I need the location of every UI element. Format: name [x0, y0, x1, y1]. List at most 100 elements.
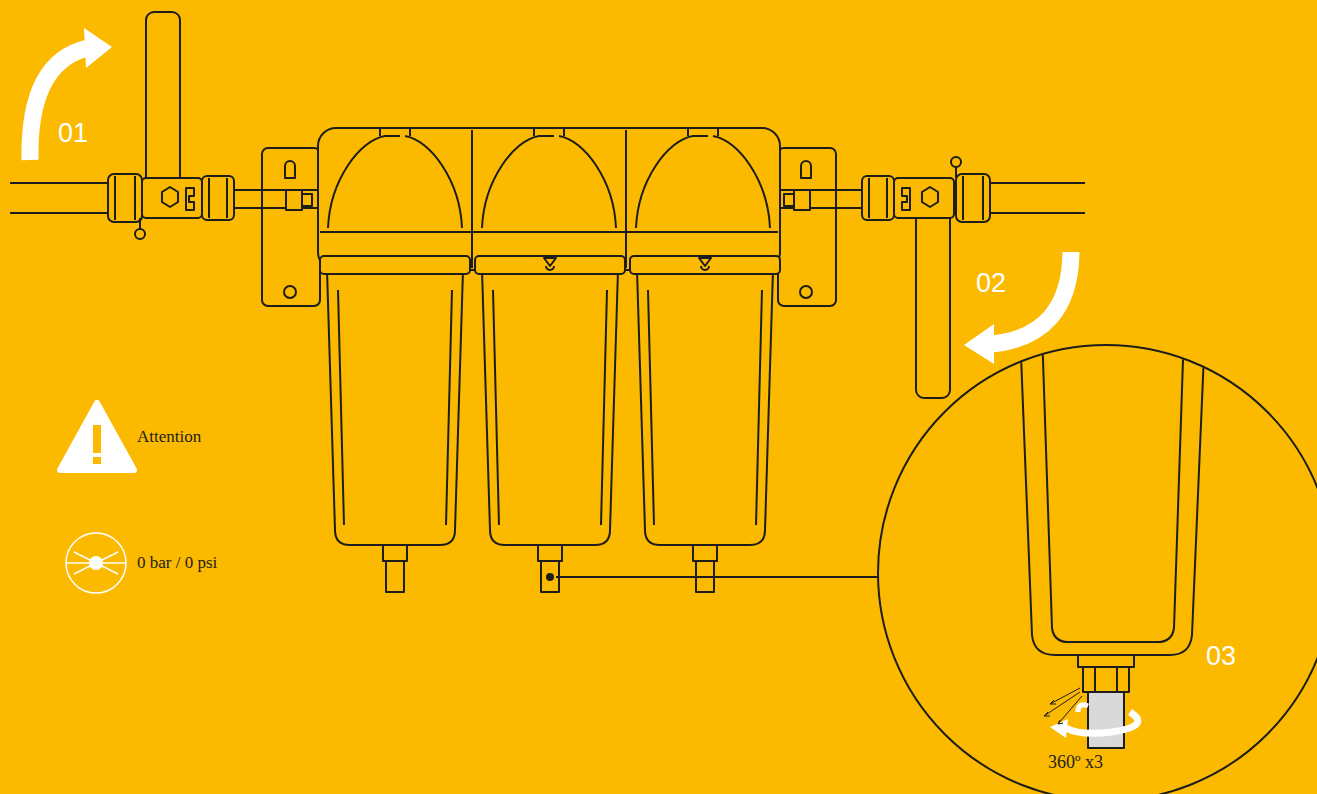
filter-bowl: [637, 270, 773, 545]
detail-inset: [1083, 667, 1129, 692]
filter-bowl: [475, 256, 625, 274]
filter-head: [379, 128, 381, 136]
outlet-valve: [982, 176, 984, 220]
inlet-valve: [134, 176, 136, 220]
filter-head: [559, 136, 616, 228]
filter-drawing: [10, 12, 1317, 794]
detail-inset: [1116, 667, 1118, 692]
wall-bracket: [778, 148, 836, 306]
wall-bracket: [800, 286, 812, 298]
wall-bracket: [784, 194, 794, 206]
inlet-pipe: [10, 212, 110, 214]
rotate-arrow: [1078, 705, 1088, 712]
inlet-valve: [234, 189, 264, 191]
wall-bracket: [262, 148, 320, 306]
outlet-valve: [922, 187, 938, 207]
filter-bowl: [338, 290, 452, 525]
filter-head: [409, 128, 411, 136]
inlet-valve: [146, 12, 180, 187]
detail-inset: [1020, 330, 1205, 655]
filter-bowl: [475, 256, 625, 592]
warning-icon: [60, 403, 134, 470]
outlet-valve: [990, 212, 1085, 214]
inlet-valve: [208, 178, 210, 218]
outlet-valve: [956, 174, 990, 222]
pressure-text: 0 bar / 0 psi: [137, 553, 217, 573]
filter-head: [713, 136, 770, 228]
detail-inset: [1094, 667, 1096, 692]
warning-icon: [93, 425, 101, 453]
inlet-valve: [108, 12, 264, 239]
outlet-valve: [836, 189, 864, 191]
inlet-pipe: [10, 182, 110, 184]
detail-inset: [1042, 330, 1184, 642]
spray-arrows: [1044, 688, 1082, 724]
pressure-icon: [66, 533, 126, 593]
wall-bracket: [285, 161, 295, 178]
wall-bracket: [284, 286, 296, 298]
spray-arrows: [1050, 700, 1056, 704]
outlet-valve: [836, 157, 1085, 398]
outlet-valve: [862, 176, 894, 220]
outlet-valve: [894, 178, 954, 218]
outlet-valve: [836, 207, 864, 209]
filter-bowl: [383, 545, 407, 561]
inlet-valve: [234, 207, 264, 209]
filter-head: [318, 128, 780, 270]
rotate-arrow: [1066, 712, 1138, 733]
pressure-icon: [89, 556, 103, 570]
filter-head: [717, 128, 719, 136]
detail-inset: [1078, 655, 1134, 667]
callout-number: 03: [1206, 640, 1236, 672]
filter-bowl: [693, 545, 717, 561]
detail-inset: [1020, 330, 1205, 748]
filter-head: [687, 128, 689, 136]
filter-head: [405, 136, 462, 228]
filter-bowl: [547, 574, 553, 580]
inlet-valve: [114, 176, 116, 220]
outlet-valve: [902, 188, 910, 210]
inlet-valve: [162, 187, 178, 207]
filter-bowl: [386, 561, 404, 592]
filter-head: [533, 128, 535, 136]
callout-number: 02: [976, 267, 1006, 299]
warning-icon: [93, 457, 101, 464]
filter-head: [328, 136, 400, 228]
filter-bowl: [630, 256, 780, 592]
warning-text: Attention: [137, 427, 201, 447]
spray-arrows: [1058, 696, 1082, 724]
filter-head: [625, 130, 627, 268]
filter-head: [320, 231, 778, 233]
detail-inset: [1088, 692, 1124, 748]
filter-head: [318, 128, 780, 270]
inlet-valve: [186, 188, 194, 210]
leader-line: [556, 576, 879, 578]
detail-inset: [878, 345, 1317, 794]
wall-bracket: [262, 148, 320, 306]
inlet-valve: [139, 218, 141, 229]
arrow-head: [84, 28, 112, 68]
filter-bowl: [648, 290, 762, 525]
detail-inset: [878, 330, 1317, 794]
wall-bracket: [801, 161, 811, 178]
filter-bowl: [630, 256, 780, 274]
outlet-valve: [962, 176, 964, 220]
filter-bowl: [320, 256, 470, 274]
filter-head: [482, 136, 554, 228]
inlet-valve: [135, 229, 145, 239]
wall-bracket: [302, 194, 312, 206]
turn-arrow: [30, 48, 88, 160]
spray-arrows: [1044, 712, 1050, 716]
warning-icon: [60, 403, 134, 470]
outlet-valve: [886, 178, 888, 218]
filter-head: [563, 128, 565, 136]
callout-arrows: [30, 28, 1138, 738]
outlet-valve: [951, 157, 961, 167]
filter-bowl: [699, 258, 711, 270]
filter-bowl: [320, 256, 470, 592]
spray-arrows: [1058, 720, 1063, 724]
filter-bowl: [482, 270, 618, 545]
filter-head: [636, 136, 708, 228]
arrow-head: [964, 324, 994, 364]
